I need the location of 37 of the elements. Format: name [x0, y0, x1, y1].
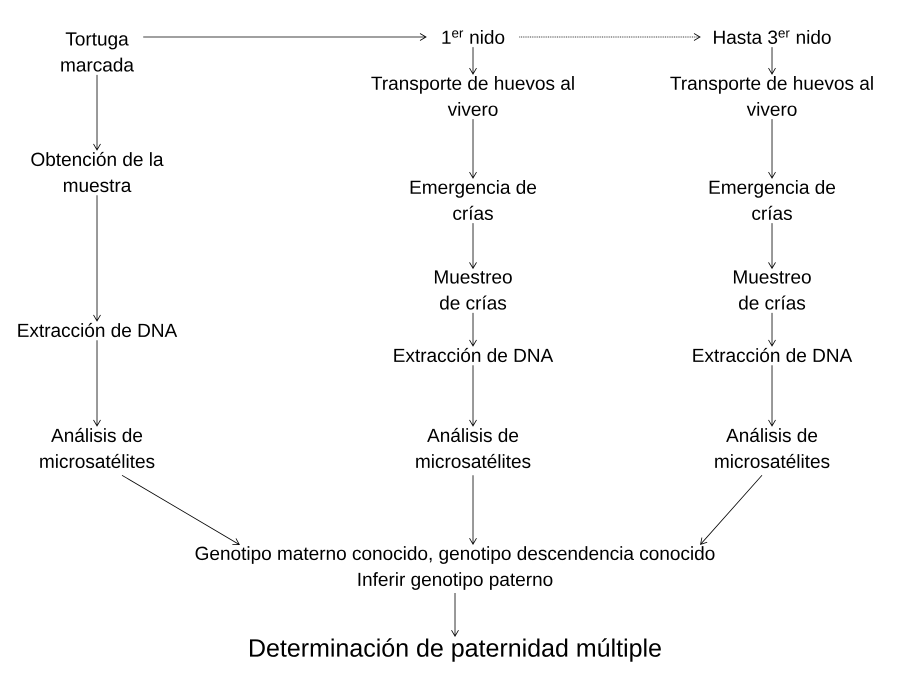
arrow	[451, 592, 459, 637]
step-text: Análisis de microsatélites	[715, 428, 830, 468]
arrow	[93, 74, 101, 151]
step-text: Transporte de huevos al vivero	[670, 76, 873, 116]
arrow	[768, 312, 776, 347]
step-text: 1$^{er}$ nido	[442, 30, 504, 44]
step-text: Emergencia de crías	[410, 180, 536, 220]
arrow	[469, 118, 477, 179]
arrow	[469, 312, 477, 347]
step-text: Análisis de microsatélites	[40, 428, 154, 468]
arrow	[93, 194, 101, 322]
arrow	[518, 33, 701, 41]
step-text: Muestreo de crías	[434, 270, 512, 310]
step-text: Análisis de microsatélites	[416, 428, 530, 468]
arrow	[700, 474, 762, 545]
arrow	[469, 364, 477, 427]
arrow	[142, 33, 427, 41]
arrow	[768, 222, 776, 270]
step-text: Hasta 3$^{er}$ nido	[714, 30, 831, 44]
step-text: Obtención de la muestra	[31, 152, 164, 192]
arrow	[469, 474, 477, 545]
step-text: Determinación de paternidad múltiple	[250, 638, 661, 662]
step-text: Extracción de DNA	[18, 322, 178, 338]
step-text: Transporte de huevos al vivero	[371, 76, 574, 116]
arrow	[768, 46, 776, 75]
arrow	[469, 222, 477, 270]
arrow	[122, 474, 240, 545]
step-text: Tortuga marcada	[61, 32, 134, 72]
step-text: Genotipo materno conocido, genotipo descendencia conocido Inferir genotipo paterno	[196, 546, 714, 590]
arrow	[768, 118, 776, 179]
arrow	[768, 364, 776, 427]
step-text: Muestreo de crías	[734, 270, 811, 310]
step-text: Extracción de DNA	[394, 348, 554, 362]
arrow	[469, 46, 477, 75]
step-text: Emergencia de crías	[710, 180, 836, 220]
step-text: Extracción de DNA	[693, 348, 852, 362]
arrow	[93, 340, 101, 427]
